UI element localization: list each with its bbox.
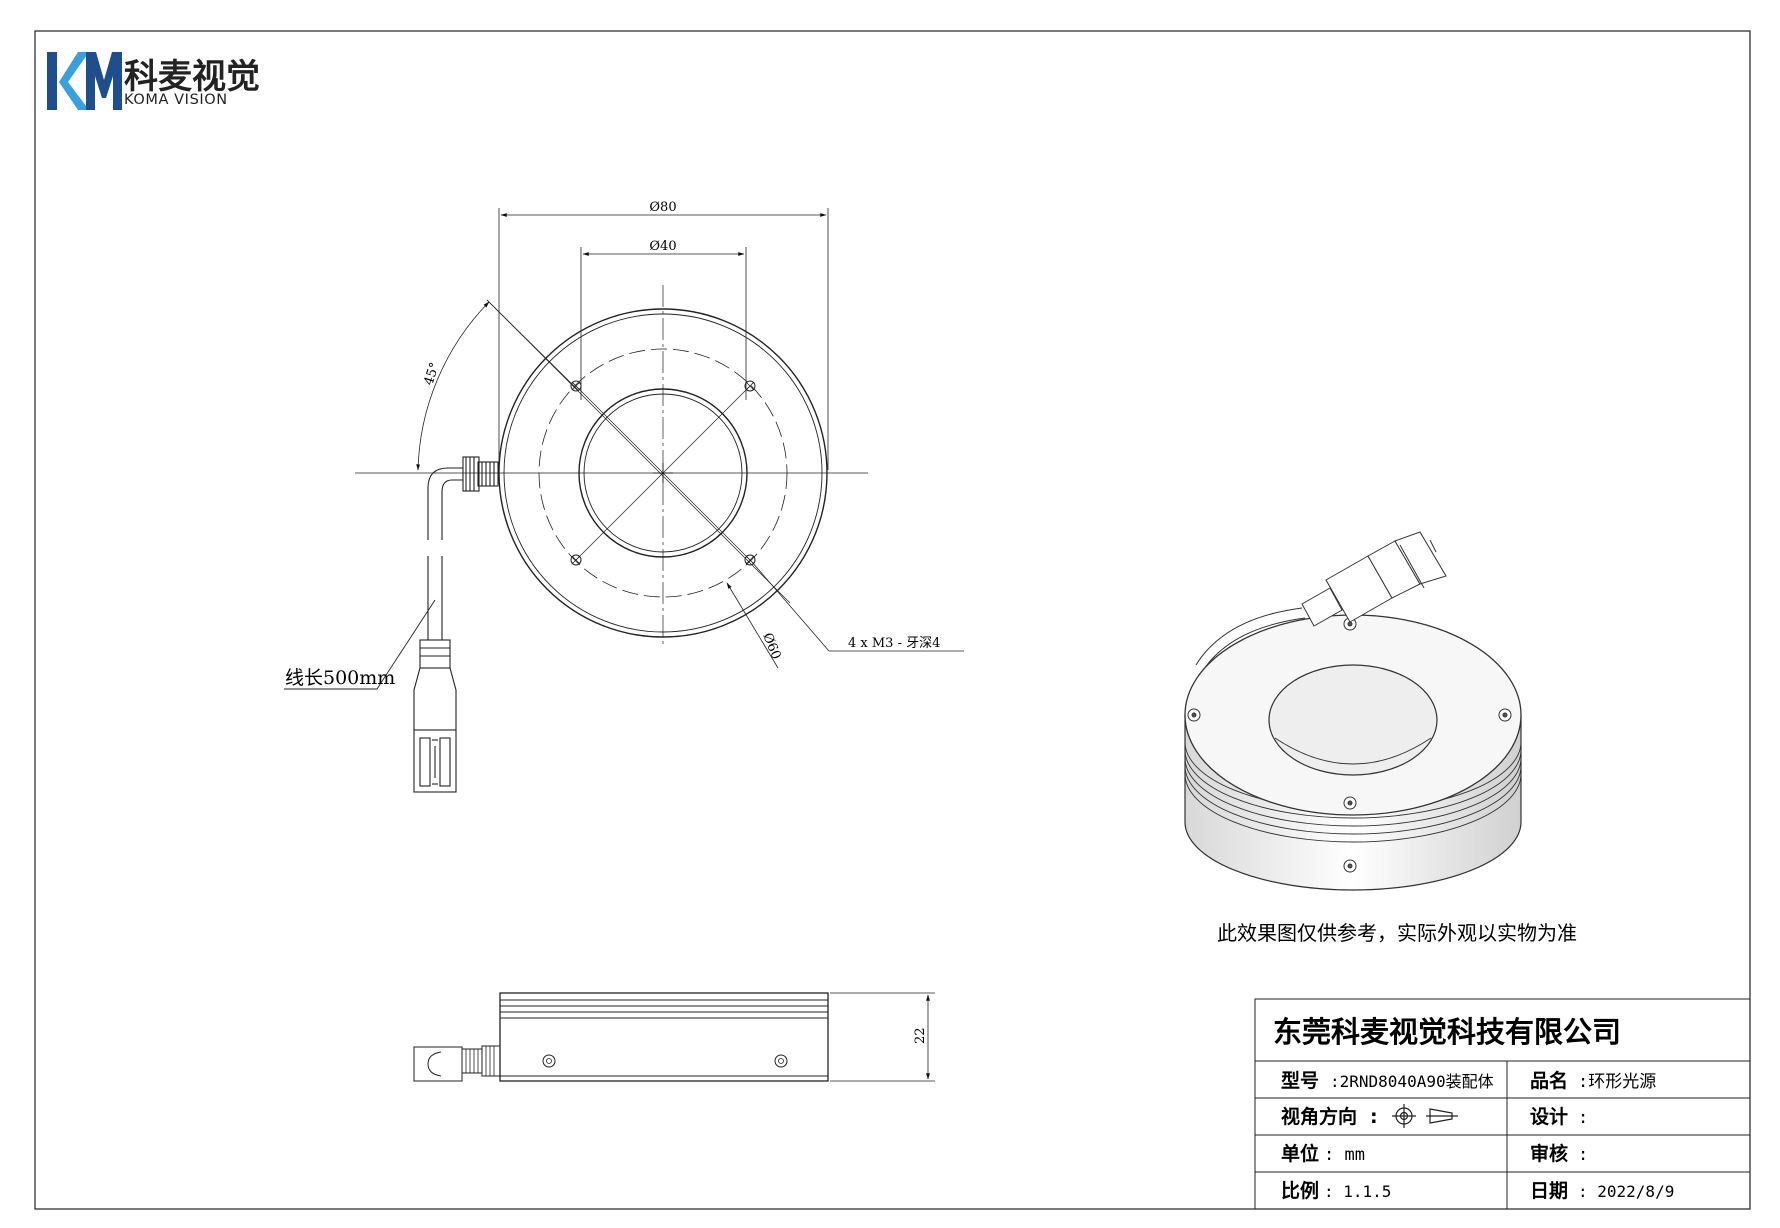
model-label: 型号 <box>1281 1069 1319 1092</box>
designer-label: 设计 <box>1530 1106 1568 1128</box>
title-block <box>1254 998 1751 1210</box>
view-direction-label: 视角方向 <box>1281 1105 1357 1128</box>
reviewer-label: 审核 <box>1530 1142 1568 1165</box>
scale-label: 比例 <box>1281 1179 1319 1202</box>
cable <box>427 467 463 540</box>
dim-bolt-circle: Ø60 <box>759 631 783 662</box>
company-name: 东莞科麦视觉科技有限公司 <box>1273 1015 1621 1049</box>
dim-outer-diameter: Ø80 <box>649 200 676 215</box>
product-label: 品名 <box>1530 1069 1568 1092</box>
render-connector <box>1301 531 1447 627</box>
logo-name-cn: 科麦视觉 <box>124 57 260 97</box>
logo-name-en: KOMA VISION <box>124 92 228 108</box>
front-view <box>284 208 964 793</box>
company-logo: 科麦视觉 KOMA VISION <box>47 52 260 110</box>
mounting-hole <box>570 380 582 392</box>
first-angle-projection-icon <box>1392 1104 1458 1128</box>
render-screw <box>1343 796 1357 810</box>
render-screw <box>1498 708 1512 722</box>
scale-value: : 1.1.5 <box>1324 1182 1391 1201</box>
mounting-hole <box>744 380 756 392</box>
unit-label: 单位 <box>1281 1142 1319 1165</box>
product-value: :环形光源 <box>1578 1072 1656 1092</box>
unit-value: : mm <box>1324 1145 1365 1165</box>
render-note: 此效果图仅供参考，实际外观以实物为准 <box>1217 921 1577 945</box>
render-screw <box>1343 859 1357 873</box>
side-screw <box>774 1054 788 1068</box>
side-screw <box>542 1054 556 1068</box>
dim-angle: 45° <box>422 361 443 388</box>
cable-connector <box>413 639 457 793</box>
dim-cable-length: 线长500mm <box>285 667 395 689</box>
cable-gland <box>462 456 499 492</box>
view-direction-separator: : <box>1370 1106 1378 1128</box>
dim-inner-diameter: Ø40 <box>649 239 676 254</box>
render-screw <box>1343 617 1357 631</box>
dim-height: 22 <box>913 1027 928 1044</box>
mounting-hole <box>570 554 582 566</box>
render-screw <box>1187 708 1201 722</box>
render-view <box>1184 531 1522 891</box>
reviewer-value: : <box>1578 1145 1588 1165</box>
date-value: : 2022/8/9 <box>1578 1182 1674 1201</box>
logo-mark-icon <box>47 52 122 110</box>
designer-value: : <box>1578 1108 1588 1128</box>
model-value: :2RND8040A90装配体 <box>1330 1072 1494 1091</box>
side-view <box>413 992 935 1082</box>
dim-holes-spec: 4 x M3 - 牙深4 <box>848 636 940 651</box>
date-label: 日期 <box>1530 1180 1568 1202</box>
drawing-frame <box>34 30 1751 1210</box>
